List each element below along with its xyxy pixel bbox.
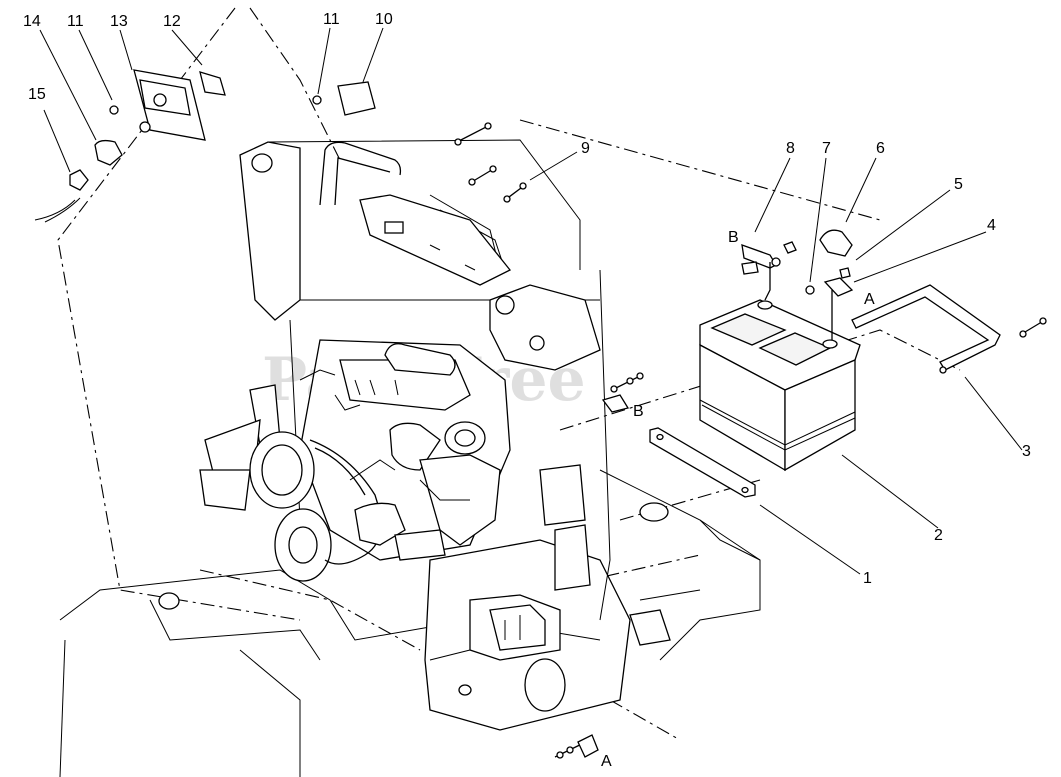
callout-5: 5 [954,176,963,193]
callout-2: 2 [934,527,943,544]
callout-numbers: 14 11 13 12 15 11 10 9 8 7 6 5 4 3 2 1 [23,11,1031,587]
callout-13: 13 [110,13,128,30]
callout-9: 9 [581,140,590,157]
switch-hardware [34,69,376,223]
hold-down-bracket [851,284,1001,374]
side-plate [489,284,601,591]
callout-7: 7 [822,140,831,157]
callout-11-right: 11 [323,11,340,28]
callout-12: 12 [163,13,181,30]
connection-letters: B A B A [601,229,875,770]
callout-11-left: 11 [67,13,84,30]
letter-b-cable: B [728,229,739,246]
hardware-bolts [454,122,1047,759]
upright-frame [239,139,611,621]
letter-a-frame: A [601,753,612,770]
engine-assembly [299,339,511,561]
callout-15: 15 [28,86,46,103]
fan-pulley [199,384,446,582]
front-frame-plate [424,539,631,731]
callout-4: 4 [987,217,996,234]
leader-lines [39,27,1023,575]
battery-cable-positive [805,229,854,340]
callout-6: 6 [876,140,885,157]
battery-cable-negative [741,241,797,301]
letter-b-engine: B [633,403,644,420]
letter-a-cable: A [864,291,875,308]
frame-base [59,469,761,777]
callout-10: 10 [375,11,393,28]
callout-3: 3 [1022,443,1031,460]
battery-tray [649,427,756,498]
callout-1: 1 [863,570,872,587]
callout-14: 14 [23,13,41,30]
control-bracket [359,194,512,286]
battery [699,299,861,472]
callout-8: 8 [786,140,795,157]
